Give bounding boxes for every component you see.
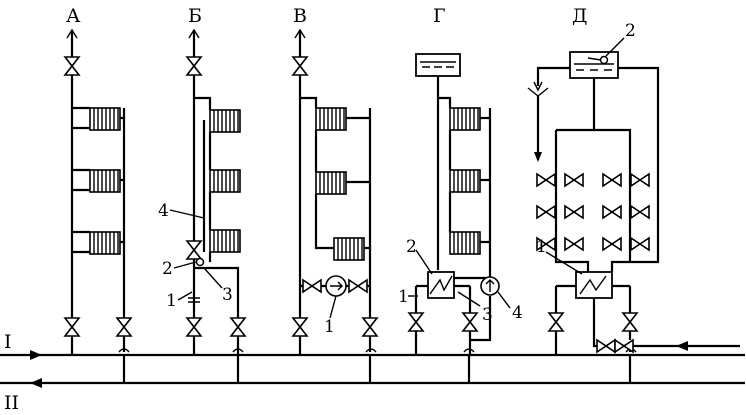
radiator — [315, 171, 347, 195]
float-valve-icon — [599, 55, 609, 65]
radiator — [89, 231, 121, 255]
callout-d-2: 2 — [625, 21, 636, 41]
section-label-d: Д — [572, 5, 587, 27]
radiator — [89, 107, 121, 131]
callout-g-1: 1 — [398, 287, 409, 307]
callout-b-4: 4 — [158, 201, 169, 221]
callout-b-1: 1 — [166, 291, 177, 311]
valve-bank — [536, 173, 650, 251]
expansion-tank — [415, 53, 461, 77]
system-b: Б 4 2 1 3 — [158, 5, 246, 383]
section-label-g: Г — [433, 5, 446, 27]
system-v: В 1 — [292, 5, 378, 383]
pipe-crossings — [118, 348, 637, 353]
radiator — [449, 169, 481, 193]
callout-d-1: 1 — [536, 237, 547, 257]
main-label-supply: I — [4, 331, 12, 353]
storage-tank — [569, 51, 619, 79]
section-label-v: В — [293, 5, 307, 27]
return-main: II — [0, 378, 745, 414]
callout-g-2: 2 — [406, 237, 417, 257]
radiator — [209, 229, 241, 253]
radiator — [315, 107, 347, 131]
heat-exchanger — [575, 271, 613, 299]
section-label-a: А — [66, 5, 81, 27]
heat-exchanger — [427, 271, 455, 299]
radiator — [89, 169, 121, 193]
radiator — [333, 237, 365, 261]
section-label-b: Б — [188, 5, 202, 27]
radiator — [449, 107, 481, 131]
radiator — [209, 109, 241, 133]
callout-b-3: 3 — [222, 285, 233, 305]
radiator — [209, 169, 241, 193]
system-d: Д 2 1 — [527, 5, 740, 383]
callout-g-3: 3 — [482, 305, 493, 325]
callout-g-4: 4 — [512, 303, 523, 323]
system-g: Г 2 1 3 4 — [398, 5, 523, 383]
radiator — [449, 231, 481, 255]
supply-main: I — [0, 331, 745, 360]
callout-v-1: 1 — [324, 317, 335, 337]
main-label-return: II — [4, 392, 19, 414]
system-a: А — [64, 5, 132, 383]
callout-b-2: 2 — [162, 259, 173, 279]
